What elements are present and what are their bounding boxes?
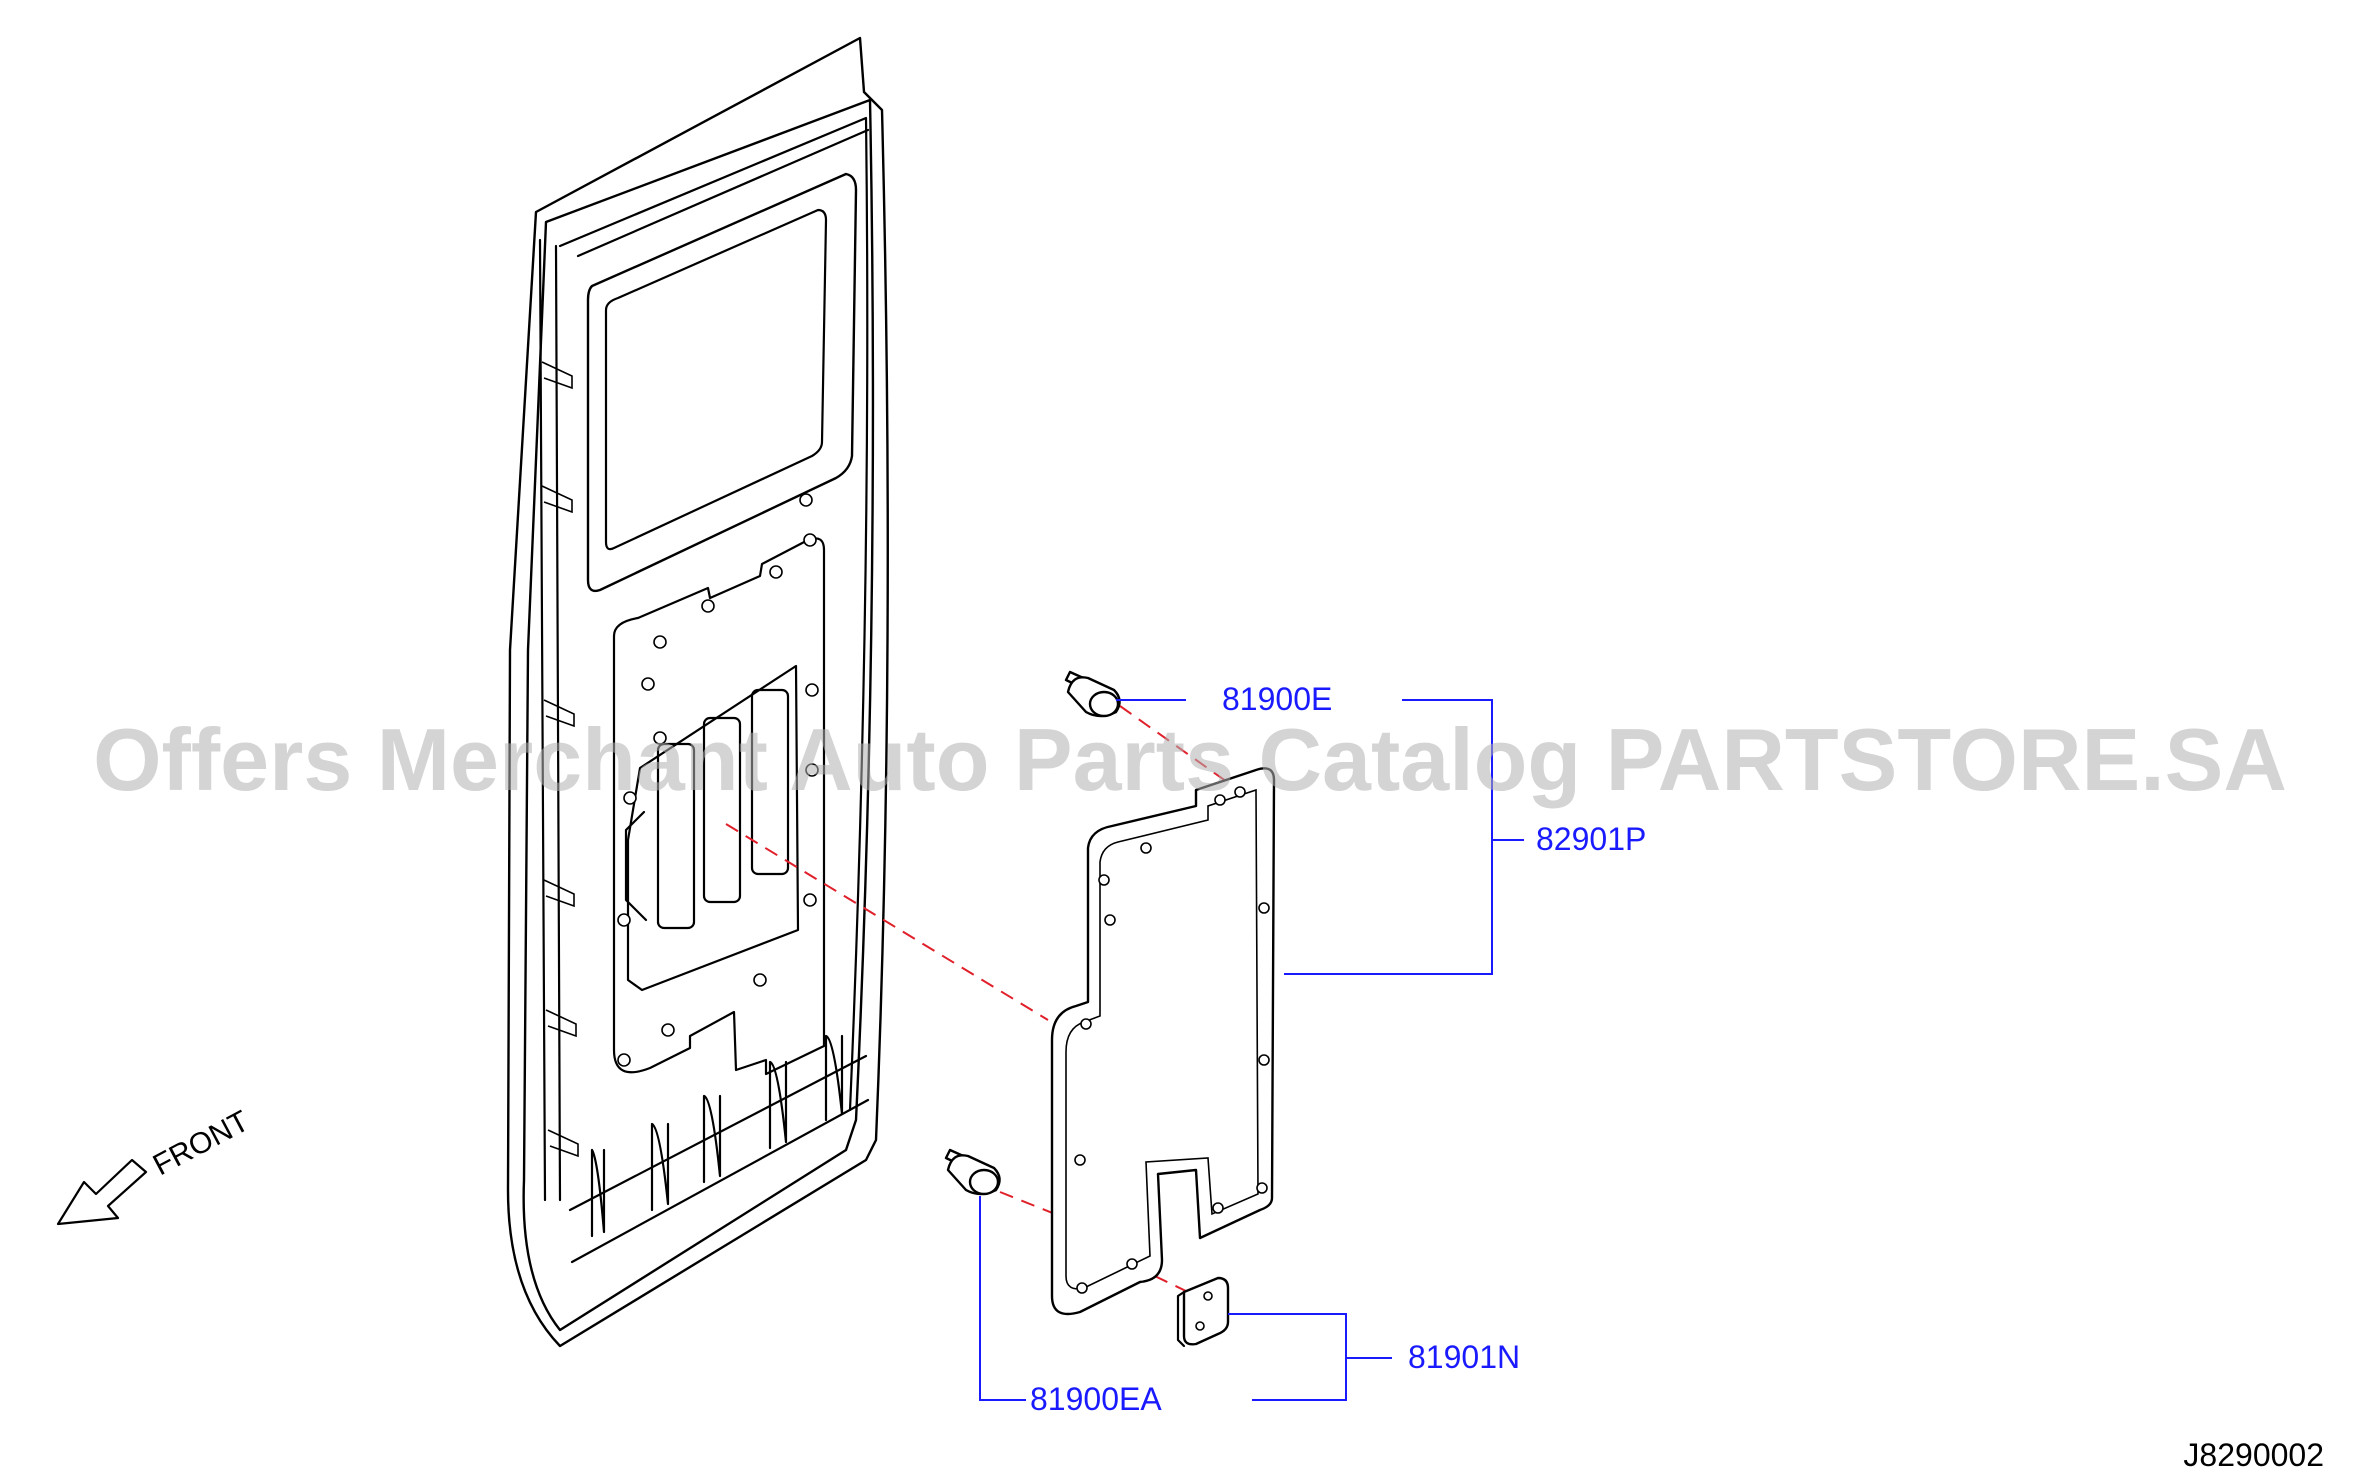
clip-lower: [944, 1148, 1001, 1196]
part-label-81900ea[interactable]: 81900EA: [1030, 1381, 1162, 1417]
leader-lines: [979, 699, 1524, 1401]
trim-panel: [1050, 767, 1276, 1316]
front-direction-indicator: FRONT: [56, 1105, 255, 1226]
clip-upper: [1064, 670, 1121, 718]
part-label-82901p[interactable]: 82901P: [1536, 821, 1646, 857]
door-lower-ribs: [568, 1034, 870, 1264]
part-labels: 81900E 82901P 81901N 81900EA: [1030, 681, 1646, 1417]
rib-notches: [541, 361, 579, 1158]
door-inner-recess: [612, 493, 826, 1076]
figure-code: J8290002: [2183, 1437, 2324, 1473]
front-label: FRONT: [148, 1105, 255, 1183]
part-label-81900e[interactable]: 81900E: [1222, 681, 1332, 717]
bracket: [1176, 1276, 1230, 1348]
watermark-text: Offers Merchant Auto Parts Catalog PARTS…: [93, 710, 2287, 809]
part-label-81901n[interactable]: 81901N: [1408, 1339, 1520, 1375]
rear-door-panel: [506, 36, 889, 1348]
front-arrow-icon: [56, 1158, 148, 1226]
door-window: [586, 172, 858, 593]
